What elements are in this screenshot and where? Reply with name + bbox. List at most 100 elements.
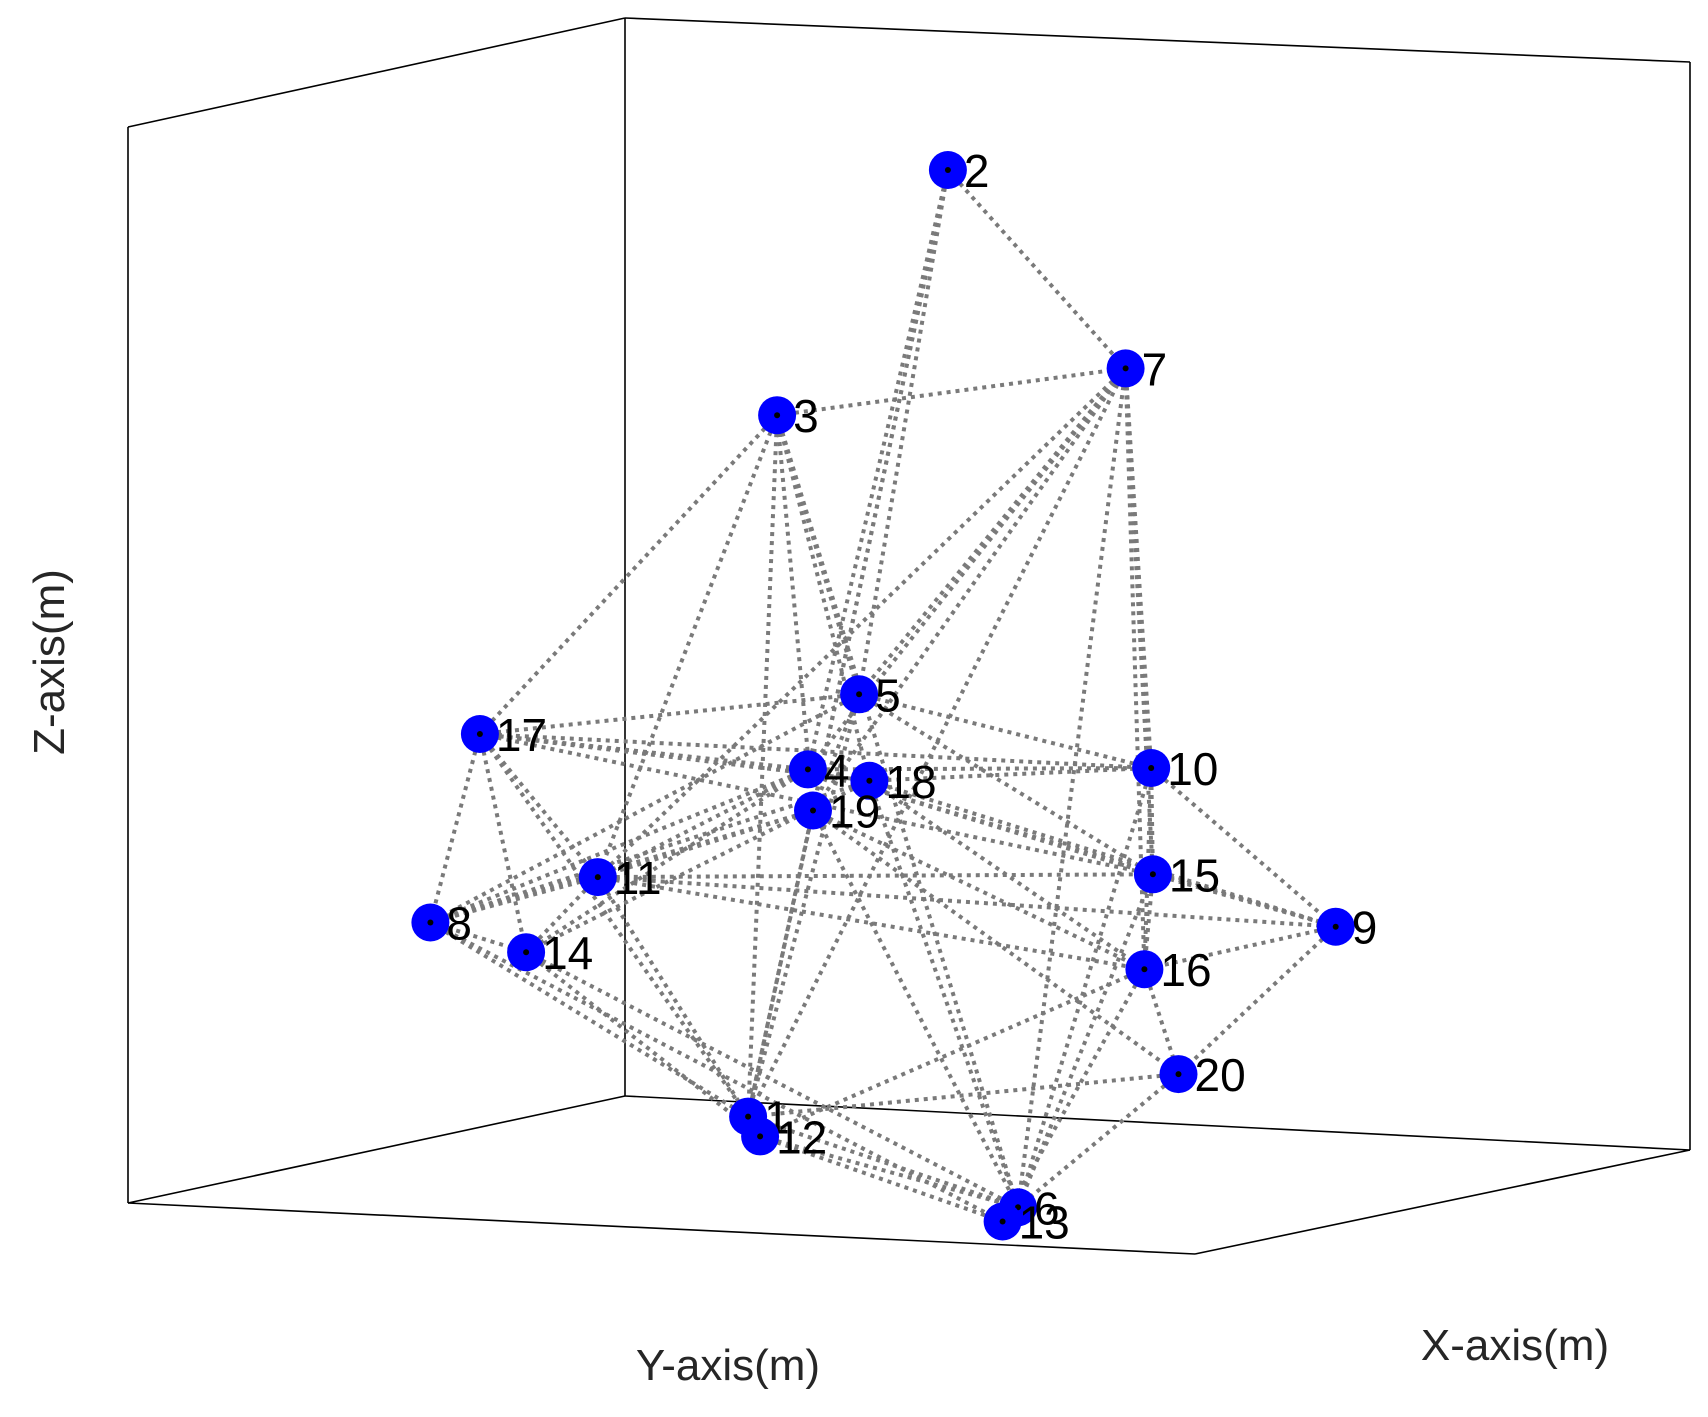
node-center-dot-11	[594, 874, 601, 881]
link-11-8	[429, 875, 599, 925]
node-3: 3	[758, 390, 819, 442]
node-20: 20	[1159, 1049, 1246, 1101]
node-center-dot-15	[1149, 871, 1156, 878]
node-label-15: 15	[1169, 849, 1220, 901]
node-8: 8	[411, 898, 472, 950]
box-floor-front	[127, 1202, 1196, 1255]
link-15-16	[1142, 874, 1155, 970]
node-label-7: 7	[1142, 343, 1168, 395]
box-floor-right	[1194, 1149, 1691, 1255]
node-label-13: 13	[1019, 1197, 1070, 1249]
link-19-20	[811, 808, 1180, 1076]
node-center-dot-5	[856, 691, 863, 698]
node-label-18: 18	[885, 756, 936, 808]
link-7-16	[1123, 368, 1147, 970]
node-center-dot-3	[774, 412, 781, 419]
node-4: 4	[788, 744, 850, 796]
link-16-12	[759, 967, 1146, 1139]
link-12-13	[759, 1134, 1004, 1224]
node-center-dot-18	[866, 777, 873, 784]
link-2-4	[805, 169, 950, 770]
node-label-6: 6	[1034, 1182, 1060, 1234]
node-center-dot-8	[427, 919, 434, 926]
node-center-dot-9	[1332, 923, 1339, 930]
link-7-19	[811, 367, 1128, 812]
link-20-6	[1016, 1072, 1180, 1209]
node-label-16: 16	[1160, 944, 1211, 996]
node-center-dot-16	[1141, 966, 1148, 973]
link-11-15	[597, 872, 1153, 880]
link-3-11	[595, 414, 779, 878]
node-13: 13	[983, 1197, 1070, 1249]
node-label-17: 17	[496, 709, 547, 761]
link-2-1	[746, 169, 950, 1118]
node-label-3: 3	[793, 390, 819, 442]
node-center-dot-4	[804, 766, 811, 773]
link-14-6	[525, 950, 1019, 1210]
link-16-13	[1000, 968, 1147, 1223]
link-3-18	[775, 414, 872, 782]
box-top-left-edge	[127, 17, 626, 128]
link-3-6	[775, 414, 1020, 1208]
link-11-16	[597, 875, 1145, 972]
link-18-9	[868, 778, 1337, 929]
link-17-11	[478, 732, 600, 879]
node-label-8: 8	[446, 898, 472, 950]
link-18-10	[869, 766, 1152, 783]
node-label-9: 9	[1352, 902, 1378, 954]
node-18: 18	[850, 756, 937, 808]
link-2-5	[857, 169, 950, 695]
node-center-dot-12	[757, 1133, 764, 1140]
box-floor-back-left	[127, 1095, 626, 1204]
node-10: 10	[1132, 743, 1218, 795]
link-19-8	[429, 808, 814, 925]
node-center-dot-2	[944, 167, 951, 173]
node-center-dot-13	[999, 1218, 1006, 1225]
link-17-8	[428, 733, 482, 924]
link-5-15	[858, 692, 1154, 877]
link-5-1	[746, 693, 862, 1118]
link-7-10	[1123, 368, 1154, 769]
node-label-2: 2	[964, 145, 990, 197]
link-14-12	[524, 950, 762, 1138]
node-label-12: 12	[776, 1111, 827, 1163]
link-17-10	[479, 732, 1152, 770]
link-11-9	[597, 875, 1336, 929]
node-16: 16	[1125, 944, 1212, 996]
link-1-6	[747, 1114, 1019, 1210]
link-7-6	[1016, 368, 1128, 1208]
node-17: 17	[460, 709, 547, 761]
node-center-dot-14	[523, 949, 530, 956]
node-center-dot-10	[1148, 765, 1155, 771]
node-label-10: 10	[1167, 743, 1218, 795]
node-center-dot-19	[810, 807, 816, 814]
node-label-4: 4	[824, 744, 850, 796]
link-19-1	[746, 810, 815, 1118]
box-back-right-edge	[624, 17, 1691, 63]
node-label-20: 20	[1195, 1049, 1246, 1101]
link-10-6	[1016, 767, 1154, 1208]
link-17-1	[478, 732, 750, 1118]
node-6: 6	[999, 1182, 1060, 1234]
node-center-dot-20	[1175, 1071, 1182, 1078]
node-9: 9	[1316, 902, 1378, 954]
y-axis-label: Y-axis(m)	[636, 1341, 820, 1390]
link-18-16	[868, 779, 1146, 971]
link-5-19	[811, 693, 861, 812]
node-center-dot-7	[1122, 365, 1129, 372]
node-11: 11	[578, 852, 662, 904]
node-14: 14	[507, 927, 593, 979]
link-20-1	[747, 1072, 1179, 1119]
node-label-5: 5	[875, 669, 901, 721]
box-floor-back-right	[624, 1095, 1691, 1151]
link-18-6	[867, 780, 1020, 1208]
link-4-14	[525, 767, 809, 954]
link-19-6	[811, 809, 1020, 1209]
node-7: 7	[1106, 343, 1168, 395]
link-4-11	[596, 767, 809, 879]
link-5-17	[479, 692, 860, 736]
link-3-19	[775, 415, 815, 811]
x-axis-label: X-axis(m)	[1421, 1321, 1609, 1370]
node-label-11: 11	[614, 852, 662, 904]
